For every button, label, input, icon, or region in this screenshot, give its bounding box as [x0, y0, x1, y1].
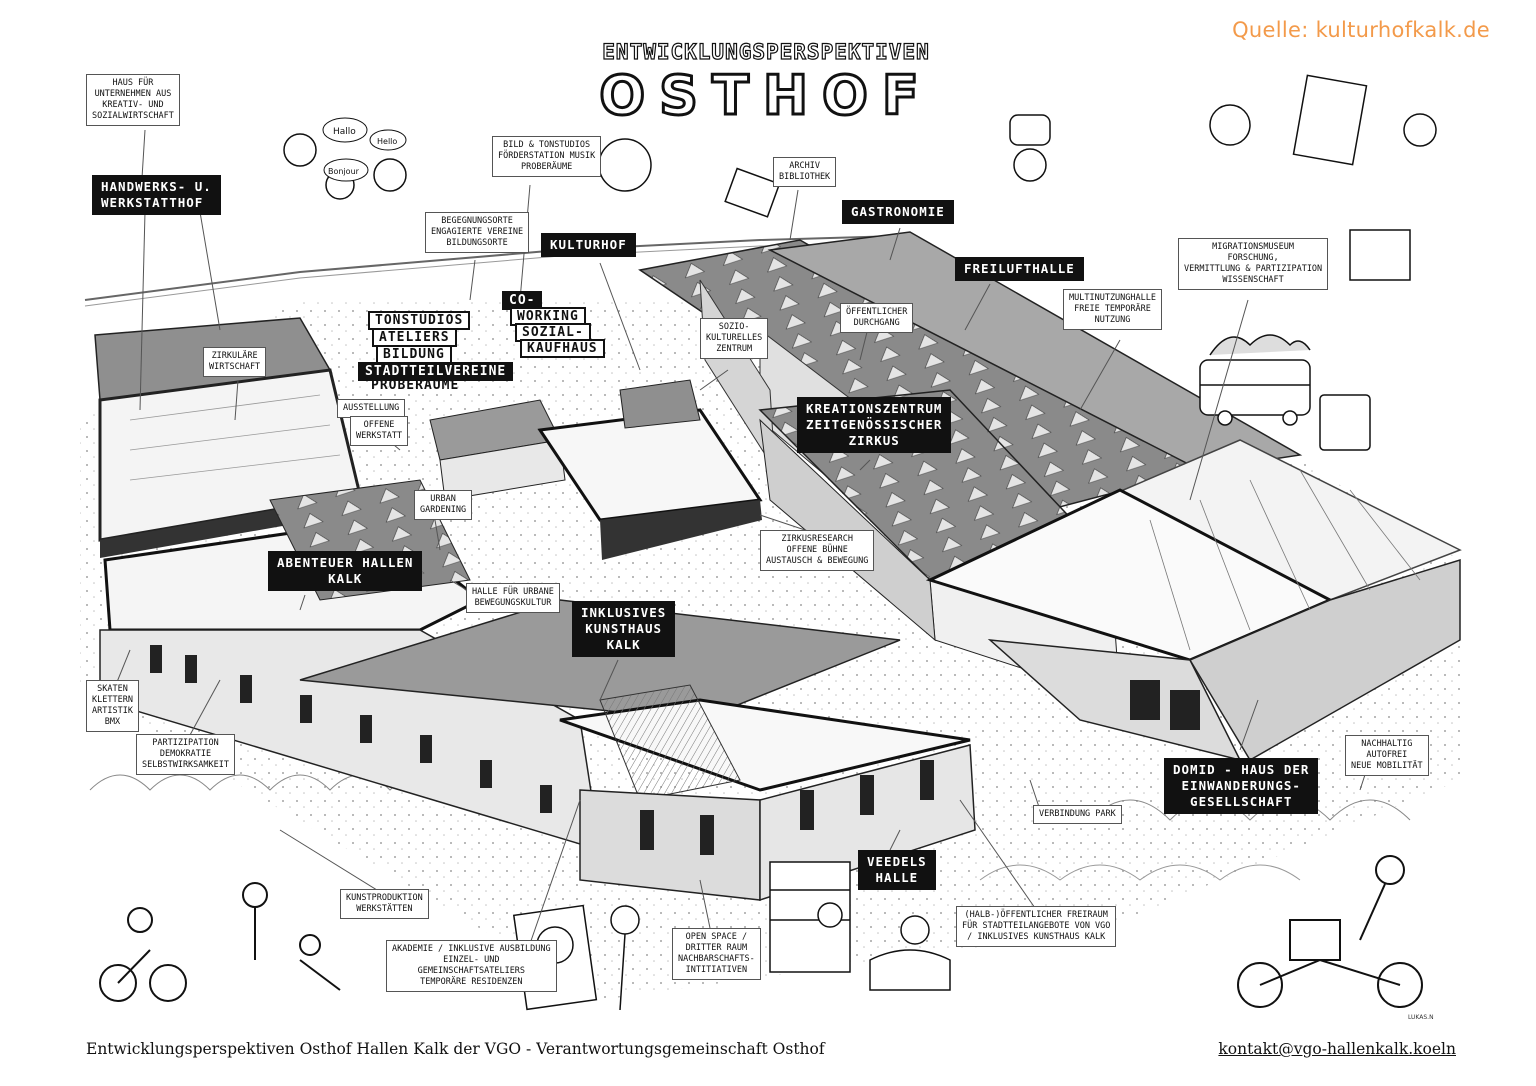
label-domid: DOMID - HAUS DER EINWANDERUNGS- GESELLSC… — [1164, 758, 1319, 814]
callout-verbindung: VERBINDUNG PARK — [1033, 805, 1122, 824]
sign-kaufhaus: KAUFHAUS — [520, 339, 605, 358]
leader-lines — [116, 129, 1379, 959]
callout-halle-urban: HALLE FÜR URBANE BEWEGUNGSKULTUR — [466, 583, 560, 613]
sign-co: CO- — [502, 291, 543, 310]
speech-bonjour: Bonjour — [328, 167, 360, 176]
callout-skaten: SKATEN KLETTERN ARTISTIK BMX — [86, 680, 139, 732]
label-freilufthalle: FREILUFTHALLE — [955, 257, 1084, 281]
decorative-reader — [769, 861, 951, 991]
speech-hallo: Hallo — [333, 127, 356, 137]
callout-migration: MIGRATIONSMUSEUM FORSCHUNG, VERMITTLUNG … — [1178, 238, 1329, 290]
poster-title-line2: OSTHOF — [598, 63, 933, 129]
decorative-bus — [1199, 334, 1371, 451]
callout-urban: URBAN GARDENING — [414, 490, 473, 520]
callout-sozio: SOZIO- KULTURELLES ZENTRUM — [700, 318, 769, 359]
callout-partizipation: PARTIZIPATION DEMOKRATIE SELBSTWIRKSAMKE… — [136, 734, 235, 775]
domid-glass-hall — [925, 439, 1462, 762]
callout-open-space: OPEN SPACE / DRITTER RAUM NACHBARSCHAFTS… — [672, 928, 761, 980]
speech-bubbles — [322, 117, 407, 182]
callout-archiv: ARCHIV BIBLIOTHEK — [773, 157, 837, 187]
label-kunsthaus: INKLUSIVES KUNSTHAUS KALK — [572, 601, 676, 657]
decorative-bicycle — [1237, 855, 1423, 1008]
label-veedels: VEEDELS HALLE — [858, 850, 936, 890]
callout-kunstproduktion: KUNSTPRODUKTION WERKSTÄTTEN — [340, 889, 429, 919]
artist-signature: LUKAS.N — [1408, 1014, 1434, 1021]
source-credit: Quelle: kulturhofkalk.de — [1232, 18, 1490, 42]
label-handwerk: HANDWERKS- U. WERKSTATTHOF — [92, 175, 221, 215]
callout-zirkulaer: ZIRKULÄRE WIRTSCHAFT — [203, 347, 267, 377]
callout-offene: OFFENE WERKSTATT — [350, 416, 409, 446]
speech-hello: Hello — [377, 137, 397, 146]
footer-contact-link[interactable]: kontakt@vgo-hallenkalk.koeln — [1218, 1040, 1456, 1058]
callout-akademie: AKADEMIE / INKLUSIVE AUSBILDUNG EINZEL- … — [386, 940, 557, 992]
label-abenteuer: ABENTEUER HALLEN KALK — [268, 551, 423, 591]
callout-zirkusresearch: ZIRKUSRESEARCH OFFENE BÜHNE AUSTAUSCH & … — [760, 530, 875, 571]
callout-halb: (HALB-)ÖFFENTLICHER FREIRAUM FÜR STADTTE… — [956, 906, 1117, 947]
kulturhof-buildings — [429, 379, 763, 560]
decorative-skaters — [99, 882, 341, 1002]
sign-tonstudios: TONSTUDIOS — [368, 311, 471, 330]
footer-caption: Entwicklungsperspektiven Osthof Hallen K… — [86, 1040, 825, 1058]
callout-nachhaltig: NACHHALTIG AUTOFREI NEUE MOBILITÄT — [1345, 735, 1429, 776]
callout-begegnung: BEGEGNUNGSORTE ENGAGIERTE VEREINE BILDUN… — [425, 212, 530, 253]
decorative-top-people — [283, 74, 1437, 281]
callout-bild: BILD & TONSTUDIOS FÖRDERSTATION MUSIK PR… — [492, 136, 602, 177]
poster-title-line1: ENTWICKLUNGSPERSPEKTIVEN — [602, 39, 930, 64]
callout-oeffentlich: ÖFFENTLICHER DURCHGANG — [840, 303, 914, 333]
label-gastronomie: GASTRONOMIE — [842, 200, 954, 224]
label-kulturhof: KULTURHOF — [541, 233, 636, 257]
callout-multi: MULTINUTZUNGHALLE FREIE TEMPORÄRE NUTZUN… — [1063, 289, 1162, 330]
sign-stadtteilvereine: STADTTEILVEREINE — [358, 362, 514, 381]
sign-proberaeume: PROBERÄUME — [371, 378, 460, 393]
callout-haus: HAUS FÜR UNTERNEHMEN AUS KREATIV- UND SO… — [86, 74, 180, 126]
label-kreationszentrum: KREATIONSZENTRUM ZEITGENÖSSISCHER ZIRKUS — [797, 397, 952, 453]
